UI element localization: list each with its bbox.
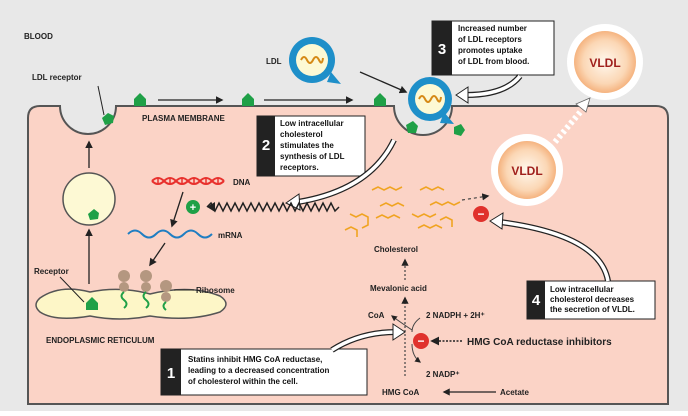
step-3-callout: 3 Increased number of LDL receptors prom… xyxy=(431,20,555,76)
step-1-line-3: of cholesterol within the cell. xyxy=(188,377,298,386)
step-2-callout: 2 Low intracellular cholesterol stimulat… xyxy=(256,115,366,177)
stimulation-plus-icon: + xyxy=(186,200,200,214)
step-4-line-2: cholesterol decreases xyxy=(550,295,635,304)
membrane-receptor-4 xyxy=(406,121,418,133)
ribosome-1 xyxy=(118,270,130,309)
step-4-callout: 4 Low intracellular cholesterol decrease… xyxy=(526,280,656,320)
vldl-inhibition-minus-icon: − xyxy=(473,206,489,222)
plasma-membrane-label: PLASMA MEMBRANE xyxy=(142,114,225,123)
receptor-pointer xyxy=(59,276,85,303)
nadp-output-arc xyxy=(411,343,421,363)
step-2-number: 2 xyxy=(262,137,270,154)
ldl-particle-bound xyxy=(408,77,454,124)
dna-helix xyxy=(151,177,225,185)
step-3-line-3: promotes uptake xyxy=(458,46,523,55)
cholesterol-label: Cholesterol xyxy=(374,245,418,254)
translation-arrow xyxy=(149,242,166,267)
svg-text:+: + xyxy=(190,202,196,214)
cholesterol-molecules xyxy=(344,186,461,237)
step-1-number: 1 xyxy=(167,365,175,382)
coa-label: CoA xyxy=(368,311,385,320)
ribosome-2 xyxy=(140,270,152,309)
vldl-secretion-arrow xyxy=(552,108,585,144)
step-2-line-5: receptors. xyxy=(280,163,319,172)
nadp-label: 2 NADP⁺ xyxy=(426,370,460,379)
acetate-label: Acetate xyxy=(500,388,529,397)
membrane-receptor-1 xyxy=(134,93,146,106)
inhibitors-label: HMG CoA reductase inhibitors xyxy=(467,337,612,348)
cholesterol-signal-zigzag xyxy=(206,201,340,213)
step-1-callout: 1 Statins inhibit HMG CoA reductase, lea… xyxy=(160,348,368,396)
step-2-line-2: cholesterol xyxy=(280,130,323,139)
step-4-line-3: the secretion of VLDL. xyxy=(550,305,635,314)
membrane-receptor-2 xyxy=(242,93,254,106)
ldl-receptor-pointer xyxy=(97,85,105,116)
ribosome-label: Ribosome xyxy=(196,286,235,295)
coa-release-arrow xyxy=(391,315,413,331)
endoplasmic-reticulum xyxy=(35,288,227,320)
step-1-line-2: leading to a decreased concentration xyxy=(188,366,329,375)
membrane-receptor-5 xyxy=(454,124,465,136)
svg-text:−: − xyxy=(477,207,484,221)
step-2-line-1: Low intracellular xyxy=(280,119,344,128)
vldl-inside: VLDL xyxy=(491,134,563,206)
step-3-line-4: of LDL from blood. xyxy=(458,57,529,66)
mrna-label: mRNA xyxy=(218,231,243,240)
mrna-strand xyxy=(127,229,213,239)
er-label: ENDOPLASMIC RETICULUM xyxy=(46,336,155,345)
nadph-label: 2 NADPH + 2H⁺ xyxy=(426,311,485,320)
step-2-line-4: synthesis of LDL xyxy=(280,152,345,161)
vldl-inside-label: VLDL xyxy=(511,164,542,178)
ldl-to-receptor-arrow xyxy=(359,71,408,94)
step-3-number: 3 xyxy=(438,41,446,58)
step-3-line-1: Increased number xyxy=(458,24,527,33)
mevalonic-acid-label: Mevalonic acid xyxy=(370,284,427,293)
vldl-outside-label: VLDL xyxy=(589,56,620,70)
ldl-particle-free xyxy=(289,37,341,84)
ldl-label: LDL xyxy=(266,57,282,66)
er-receptor xyxy=(86,297,98,310)
ribosome-3 xyxy=(160,280,172,311)
dna-label: DNA xyxy=(233,178,251,187)
step-1-line-1: Statins inhibit HMG CoA reductase, xyxy=(188,355,322,364)
receptor-vesicle xyxy=(62,172,116,226)
receptor-label: Receptor xyxy=(34,267,69,276)
hmg-coa-label: HMG CoA xyxy=(382,388,420,397)
vldl-outside: VLDL xyxy=(567,24,643,100)
svg-text:−: − xyxy=(417,334,424,348)
step-2-line-3: stimulates the xyxy=(280,141,334,150)
ldl-receptor-label: LDL receptor xyxy=(32,73,82,82)
cholesterol-to-vldl-arrow xyxy=(461,193,490,201)
step-3-line-2: of LDL receptors xyxy=(458,35,522,44)
step-4-line-1: Low intracellular xyxy=(550,285,614,294)
reductase-inhibition-minus-icon: − xyxy=(413,333,429,349)
step-4-number: 4 xyxy=(532,292,541,309)
membrane-receptor-3 xyxy=(374,93,386,106)
transcription-arrow xyxy=(170,191,184,228)
membrane-receptor-pit xyxy=(102,113,114,125)
blood-label: BLOOD xyxy=(24,32,53,41)
nadph-input-arc xyxy=(411,317,421,333)
